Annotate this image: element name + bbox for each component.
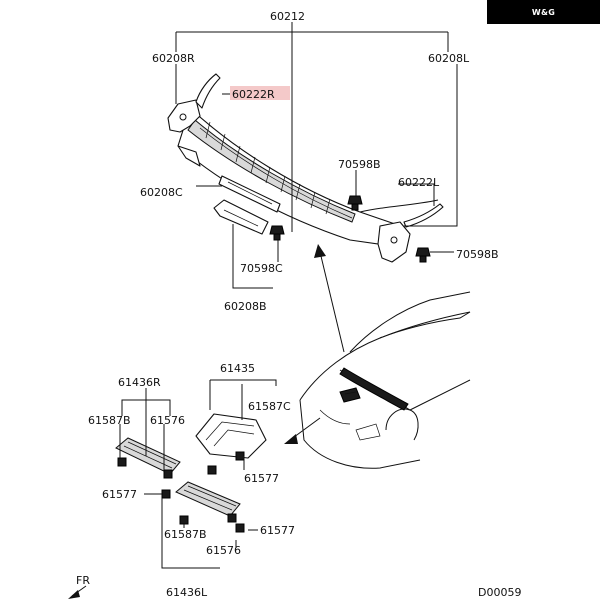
label-61577-mid: 61577 (244, 472, 279, 485)
label-61577-left: 61577 (102, 488, 137, 501)
label-60212: 60212 (270, 10, 305, 23)
highlight-60222r (230, 86, 290, 100)
label-61436r: 61436R (118, 376, 161, 389)
label-61436l: 61436L (166, 586, 208, 599)
clip-70598b-right[interactable] (415, 247, 431, 263)
label-60208r: 60208R (152, 52, 195, 65)
label-60222r: 60222R (232, 88, 275, 101)
label-61435: 61435 (220, 362, 255, 375)
label-61587b-top: 61587B (88, 414, 131, 427)
label-60222l: 60222L (398, 176, 440, 189)
bracket-60208b[interactable] (213, 199, 269, 235)
front-direction-indicator: FR (68, 574, 90, 599)
garnish-61436r[interactable] (115, 437, 181, 475)
diagram-id: D00059 (478, 586, 521, 599)
label-70598c: 70598C (240, 262, 283, 275)
label-60208l: 60208L (428, 52, 470, 65)
label-60208c: 60208C (140, 186, 183, 199)
label-70598b-right: 70598B (456, 248, 499, 261)
vent-cover-61435[interactable] (195, 413, 267, 459)
bracket-60208c[interactable] (218, 175, 281, 213)
garnish-61436l[interactable] (175, 481, 241, 517)
front-direction-label: FR (76, 574, 90, 587)
label-61576-bottom: 61576 (206, 544, 241, 557)
vehicle-outline (299, 291, 471, 469)
label-61587b-bottom: 61587B (164, 528, 207, 541)
leader-arrow-vent (284, 417, 321, 444)
callout-leaders (119, 22, 458, 569)
label-61577-bottom: 61577 (260, 524, 295, 537)
label-70598b-top: 70598B (338, 158, 381, 171)
bracket-60208l[interactable] (377, 221, 411, 263)
label-61576-top: 61576 (150, 414, 185, 427)
brand-logo: W&G (487, 0, 600, 24)
label-61587c: 61587C (248, 400, 291, 413)
clip-70598c[interactable] (269, 225, 285, 241)
label-60208b: 60208B (224, 300, 267, 313)
seal-60222r[interactable] (195, 73, 221, 109)
clip-70598b-top[interactable] (347, 195, 363, 211)
brand-logo-text: W&G (531, 7, 556, 17)
leader-arrow-cowl (314, 244, 345, 353)
seal-60222l[interactable] (403, 203, 444, 228)
